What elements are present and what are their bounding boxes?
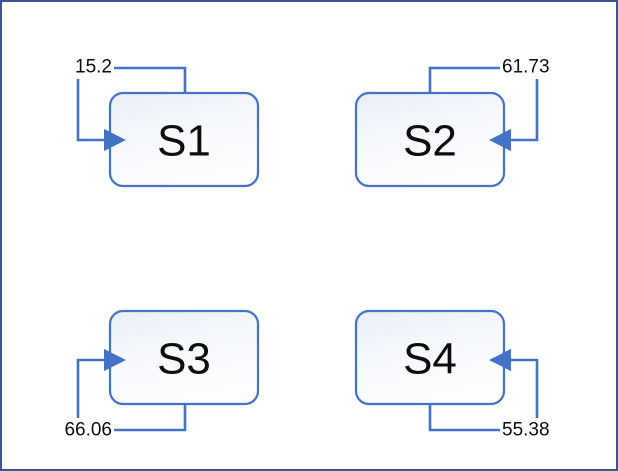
state-node-s3[interactable]: S3 [108, 309, 260, 406]
transition-label-s4-top: 55.38 [502, 420, 550, 441]
transition-label-s2-top: 61.73 [502, 57, 550, 78]
state-label-s1: S1 [157, 117, 211, 166]
state-node-s2[interactable]: S2 [354, 91, 506, 188]
arrowhead-icon-s3-top [104, 349, 126, 371]
transition-label-s1-top: 15.2 [75, 57, 112, 78]
state-label-s3: S3 [157, 335, 211, 384]
arrowheads-top-layer [104, 129, 511, 371]
label-backdrop-s2 [500, 55, 560, 79]
arrowhead-icon-s4-top [489, 349, 511, 371]
label-backdrop-s1 [62, 55, 114, 79]
transition-label-s3-top: 66.06 [64, 420, 112, 441]
states-layer: S1 S2 S3 S4 [108, 91, 506, 406]
label-backdrop-s4 [500, 418, 558, 442]
state-node-s1[interactable]: S1 [108, 91, 260, 188]
label-backdrop-s3 [58, 418, 114, 442]
edge-labels-top-layer: 15.2 61.73 66.06 55.38 [58, 55, 560, 442]
arrowhead-icon-s2-top [489, 129, 511, 151]
state-label-s4: S4 [403, 335, 457, 384]
state-label-s2: S2 [403, 117, 457, 166]
arrowhead-icon-s1-top [104, 129, 126, 151]
state-node-s4[interactable]: S4 [354, 309, 506, 406]
